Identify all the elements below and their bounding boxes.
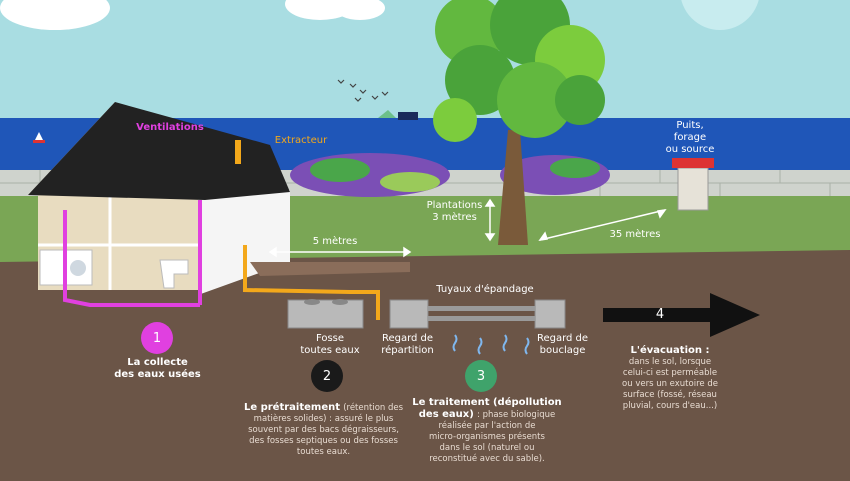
- step-2-body-line5: toutes eaux.: [296, 447, 351, 457]
- septic-tank-label-line1: Fosse: [315, 333, 345, 344]
- micro-organisms: [452, 334, 530, 355]
- flower-beds: [290, 153, 610, 197]
- step-3-title-line1: Le traitement (dépollution: [412, 397, 562, 408]
- step-1-title-line2: des eaux usées: [114, 369, 201, 380]
- step-4-body-line5: pluvial, cours d'eau...): [622, 401, 718, 411]
- loop-box-label: Regard de bouclage: [525, 333, 600, 357]
- spreading-field: [389, 299, 566, 329]
- ventilations-label: Ventilations: [136, 122, 204, 133]
- step-2-text: Le prétraitement (rétention des matières…: [236, 402, 411, 458]
- plantations-label-line2: 3 mètres: [432, 212, 477, 223]
- distance-35m-label: 35 mètres: [609, 229, 661, 240]
- step-1-title-line1: La collecte: [127, 357, 188, 368]
- step-2-body-line1: (rétention des: [343, 403, 404, 413]
- septic-tank: [287, 299, 364, 329]
- septic-tank-label-line2: toutes eaux: [300, 345, 360, 356]
- step-4-body-line2: celui-ci est perméable: [622, 368, 718, 378]
- distance-5m-label: 5 mètres: [312, 236, 358, 247]
- step-4-body-line3: ou vers un exutoire de: [622, 379, 718, 389]
- clouds: [0, 0, 385, 30]
- distribution-box-label-line1: Regard de: [381, 333, 434, 344]
- boat: [378, 110, 418, 120]
- distance-arrows: [268, 198, 667, 258]
- well: [672, 158, 714, 211]
- step-1-badge: 1: [141, 322, 173, 354]
- evacuation-arrow: [603, 293, 760, 337]
- step-3-text: Le traitement (dépollution des eaux) : p…: [412, 397, 562, 465]
- birds: [337, 79, 389, 102]
- soil: [0, 250, 850, 481]
- step-4-body-line4: surface (fossé, réseau: [623, 390, 717, 400]
- step-2-badge: 2: [311, 360, 343, 392]
- step-4-body-line1: dans le sol, lorsque: [628, 357, 712, 367]
- step-3-body-line3: micro-organismes présents: [429, 432, 545, 442]
- step-3-title-line2: des eaux): [418, 409, 474, 420]
- step-3-body-line4: dans le sol (naturel ou: [439, 443, 535, 453]
- septic-tank-label: Fosse toutes eaux: [290, 333, 370, 357]
- extraction-pipe: [243, 245, 380, 320]
- step-1-title: La collecte des eaux usées: [95, 357, 220, 381]
- loop-box-label-line1: Regard de: [536, 333, 589, 344]
- step-3-body-line1: : phase biologique: [477, 410, 556, 420]
- distribution-box-label: Regard de répartition: [370, 333, 445, 357]
- well-label-line2: forage: [673, 132, 707, 143]
- step-3-body-line2: réalisée par l'action de: [438, 421, 536, 431]
- step-2-body-line4: des fosses septiques ou des fosses: [249, 436, 398, 446]
- step-3-body-line5: reconstitué avec du sable).: [429, 454, 545, 464]
- step-4-title: L'évacuation :: [630, 345, 710, 356]
- well-label: Puits, forage ou source: [655, 120, 725, 156]
- step-2-body-line3: souvent par des bacs dégraisseurs,: [248, 425, 399, 435]
- step-2-body-line2: matières solides) : assuré le plus: [253, 414, 394, 424]
- step-2-title: Le prétraitement: [243, 402, 341, 413]
- extractor-label: Extracteur: [274, 135, 328, 146]
- step-4-badge: 4: [655, 307, 665, 322]
- distribution-box-label-line2: répartition: [381, 345, 434, 356]
- step-3-badge: 3: [465, 360, 497, 392]
- step-4-text: L'évacuation : dans le sol, lorsque celu…: [605, 345, 735, 412]
- collection-pipes: [63, 200, 202, 307]
- spreading-pipes-label: Tuyaux d'épandage: [436, 284, 534, 295]
- sun: [681, 0, 759, 30]
- loop-box-label-line2: bouclage: [539, 345, 586, 356]
- trench: [250, 262, 410, 276]
- plantations-label-line1: Plantations: [426, 200, 483, 211]
- well-label-line1: Puits,: [676, 120, 704, 131]
- plantations-label: Plantations 3 mètres: [422, 200, 487, 224]
- sailboat: [33, 132, 45, 143]
- well-label-line3: ou source: [665, 144, 715, 155]
- tree: [433, 0, 605, 245]
